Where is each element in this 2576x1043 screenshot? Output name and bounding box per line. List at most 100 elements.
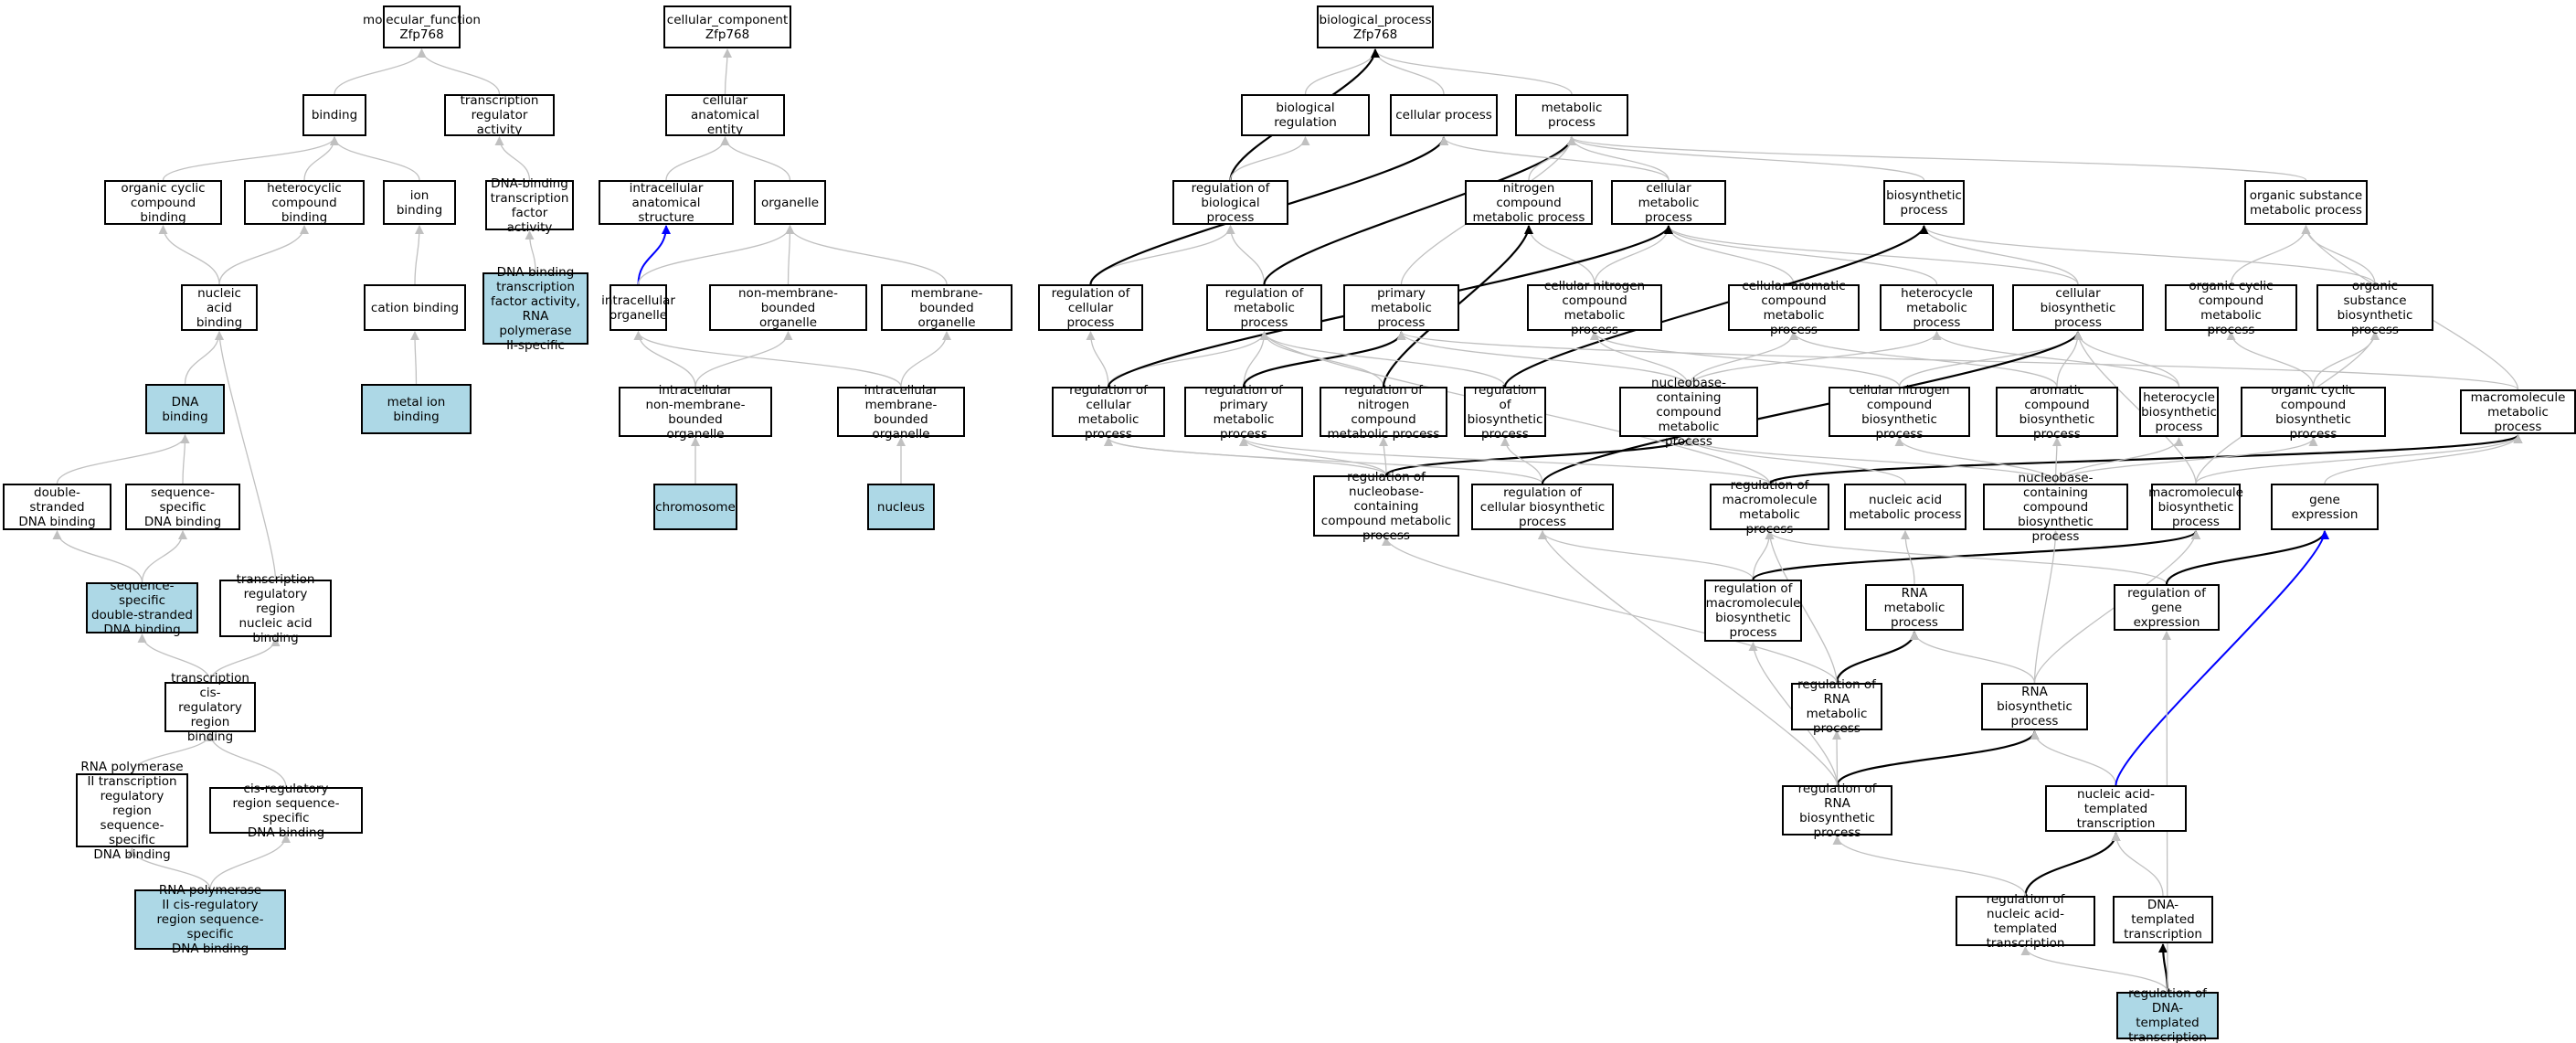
node-nucleobase-containing-compound-metabolic-process[interactable]: nucleobase-containing compound metabolic…	[1619, 376, 1758, 449]
node-organic-cyclic-compound-metabolic-process[interactable]: organic cyclic compound metabolic proces…	[2165, 279, 2297, 337]
node-dna-binding-tf-activity[interactable]: DNA-binding transcription factor activit…	[485, 176, 574, 235]
node-nitrogen-compound-metabolic-process[interactable]: nitrogen compound metabolic process	[1465, 180, 1593, 225]
node-dna-binding[interactable]: DNA binding	[145, 384, 225, 434]
node-metabolic-process[interactable]: metabolic process	[1515, 94, 1628, 136]
node-cellular-metabolic-process[interactable]: cellular metabolic process	[1611, 180, 1726, 225]
edge-hmp-to-cmp	[1664, 225, 1938, 285]
node-nucleic-acid-metabolic-process[interactable]: nucleic acid metabolic process	[1844, 484, 1966, 530]
edge-trrnab-to-nab	[215, 331, 277, 580]
edge-dsdb-to-dnab	[56, 434, 190, 484]
node-nucleus[interactable]: nucleus	[867, 484, 935, 530]
edge-cmp-to-cellproc	[1439, 136, 1670, 181]
edge-inmbo-to-nmbo	[694, 331, 793, 388]
node-cis-regulatory-region-sequence-specific-dna-binding[interactable]: cis-regulatory region sequence-specific …	[209, 782, 363, 840]
node-organelle[interactable]: organelle	[754, 180, 826, 225]
edge-binding-to-mf	[334, 48, 427, 95]
node-macromolecule-metabolic-process[interactable]: macromolecule metabolic process	[2460, 389, 2576, 434]
node-regulation-of-cellular-biosynthetic-process[interactable]: regulation of cellular biosynthetic proc…	[1471, 484, 1614, 530]
node-ion-binding[interactable]: ion binding	[383, 180, 456, 225]
node-sequence-specific-double-stranded-dna-binding[interactable]: sequence-specific double-stranded DNA bi…	[86, 579, 198, 637]
node-organic-substance-biosynthetic-process[interactable]: organic substance biosynthetic process	[2316, 279, 2433, 337]
node-organic-substance-metabolic-process[interactable]: organic substance metabolic process	[2244, 180, 2368, 225]
node-cellular-biosynthetic-process[interactable]: cellular biosynthetic process	[2012, 284, 2144, 331]
node-regulation-of-macromolecule-biosynthetic-process[interactable]: regulation of macromolecule biosynthetic…	[1704, 580, 1802, 642]
node-double-stranded-dna-binding[interactable]: double-stranded DNA binding	[3, 484, 111, 530]
edge-ssdsdb-to-dsdb	[52, 530, 143, 583]
node-organic-cyclic-compound-biosynthetic-process[interactable]: organic cyclic compound biosynthetic pro…	[2241, 383, 2386, 442]
node-membrane-bounded-organelle[interactable]: membrane-bounded organelle	[881, 284, 1012, 331]
node-regulation-of-biological-process[interactable]: regulation of biological process	[1172, 180, 1288, 225]
node-sequence-specific-dna-binding[interactable]: sequence-specific DNA binding	[125, 484, 240, 530]
node-regulation-of-dna-templated-transcription[interactable]: regulation of DNA-templated transcriptio…	[2116, 986, 2219, 1043]
node-regulation-of-cellular-metabolic-process[interactable]: regulation of cellular metabolic process	[1052, 383, 1165, 442]
node-aromatic-compound-biosynthetic-process[interactable]: aromatic compound biosynthetic process	[1996, 383, 2118, 442]
node-molecular-function[interactable]: molecular_function Zfp768	[363, 5, 481, 48]
edge-rnap2cis-to-crrssdb	[209, 834, 291, 890]
edge-hcb-to-binding	[303, 136, 339, 181]
edge-mbsp-to-cbp	[2073, 331, 2197, 484]
edge-cncmp-to-cmp	[1594, 225, 1673, 285]
node-dna-templated-transcription[interactable]: DNA-templated transcription	[2113, 896, 2213, 943]
node-heterocycle-biosynthetic-process[interactable]: heterocycle biosynthetic process	[2139, 387, 2219, 437]
node-dna-binding-tf-activity-rnap2[interactable]: DNA-binding transcription factor activit…	[482, 265, 588, 353]
node-rna-metabolic-process[interactable]: RNA metabolic process	[1865, 584, 1964, 631]
node-heterocyclic-compound-binding[interactable]: heterocyclic compound binding	[244, 180, 365, 225]
node-rna-polymerase-ii-transcription-regulatory-region-sequence-specific-dna-binding[interactable]: RNA polymerase II transcription regulato…	[76, 760, 188, 862]
node-regulation-of-nucleic-acid-templated-transcription[interactable]: regulation of nucleic acid-templated tra…	[1956, 892, 2095, 951]
node-regulation-of-cellular-process[interactable]: regulation of cellular process	[1038, 284, 1143, 331]
edge-cncmp-to-ncmp	[1524, 225, 1595, 285]
node-intracellular-organelle[interactable]: intracellular organelle	[601, 284, 675, 331]
node-macromolecule-biosynthetic-process[interactable]: macromolecule biosynthetic process	[2148, 484, 2243, 530]
node-transcription-cis-regulatory-region-binding[interactable]: transcription cis-regulatory region bind…	[164, 671, 256, 744]
edge-natt-to-ge	[2115, 530, 2329, 786]
node-cellular-anatomical-entity[interactable]: cellular anatomical entity	[665, 93, 785, 137]
node-regulation-of-biosynthetic-process[interactable]: regulation of biosynthetic process	[1464, 383, 1546, 442]
node-cellular-aromatic-compound-metabolic-process[interactable]: cellular aromatic compound metabolic pro…	[1728, 279, 1860, 337]
node-biosynthetic-process[interactable]: biosynthetic process	[1883, 180, 1965, 225]
edge-namp-to-nbcmp	[1684, 437, 1906, 484]
node-cellular-process[interactable]: cellular process	[1390, 94, 1498, 136]
node-cellular-nitrogen-compound-biosynthetic-process[interactable]: cellular nitrogen compound biosynthetic …	[1829, 383, 1970, 442]
edge-osmp-to-metproc	[1567, 136, 2307, 181]
node-intracellular-anatomical-structure[interactable]: intracellular anatomical structure	[599, 180, 734, 225]
node-transcription-regulatory-region-nucleic-acid-binding[interactable]: transcription regulatory region nucleic …	[219, 572, 332, 645]
node-rna-polymerase-ii-cis-regulatory-region-sequence-specific-dna-binding[interactable]: RNA polymerase II cis-regulatory region …	[134, 883, 286, 956]
edge-nbcmp-to-cncmp	[1590, 331, 1690, 388]
node-intracellular-membrane-bounded-organelle[interactable]: intracellular membrane-bounded organelle	[837, 383, 965, 442]
node-regulation-of-macromolecule-metabolic-process[interactable]: regulation of macromolecule metabolic pr…	[1710, 478, 1829, 537]
edge-io-to-ias	[637, 225, 671, 285]
node-regulation-of-metabolic-process[interactable]: regulation of metabolic process	[1206, 284, 1322, 331]
edge-cae-to-cc	[722, 48, 732, 95]
edge-rmp-to-rbp	[1225, 225, 1266, 285]
node-primary-metabolic-process[interactable]: primary metabolic process	[1343, 284, 1459, 331]
node-transcription-regulator-activity[interactable]: transcription regulator activity	[444, 93, 555, 137]
node-rna-biosynthetic-process[interactable]: RNA biosynthetic process	[1981, 683, 2088, 730]
node-non-membrane-bounded-organelle[interactable]: non-membrane-bounded organelle	[709, 284, 867, 331]
node-nucleic-acid-binding[interactable]: nucleic acid binding	[181, 284, 258, 331]
node-nucleobase-containing-compound-biosynthetic-process[interactable]: nucleobase-containing compound biosynthe…	[1983, 471, 2128, 544]
node-biological-regulation[interactable]: biological regulation	[1241, 94, 1370, 136]
edge-io-to-organelle	[637, 225, 795, 285]
node-biological-process[interactable]: biological_process Zfp768	[1317, 5, 1434, 48]
node-organic-cyclic-compound-binding[interactable]: organic cyclic compound binding	[104, 180, 222, 225]
node-regulation-of-primary-metabolic-process[interactable]: regulation of primary metabolic process	[1184, 383, 1303, 442]
node-regulation-of-rna-biosynthetic-process[interactable]: regulation of RNA biosynthetic process	[1782, 782, 1892, 840]
edge-tcrrb-to-trrnab	[209, 637, 281, 683]
node-cellular-component[interactable]: cellular_component Zfp768	[663, 5, 791, 48]
node-cation-binding[interactable]: cation binding	[364, 284, 466, 331]
edge-rrnabp-to-rcbsp	[1538, 530, 1839, 786]
node-metal-ion-binding[interactable]: metal ion binding	[361, 384, 472, 434]
node-regulation-of-gene-expression[interactable]: regulation of gene expression	[2114, 584, 2220, 631]
edge-natt-to-rnabp	[2030, 730, 2117, 786]
node-intracellular-non-membrane-bounded-organelle[interactable]: intracellular non-membrane-bounded organ…	[619, 383, 772, 442]
node-nucleic-acid-templated-transcription[interactable]: nucleic acid-templated transcription	[2045, 785, 2187, 832]
node-heterocycle-metabolic-process[interactable]: heterocycle metabolic process	[1880, 284, 1994, 331]
node-regulation-of-nucleobase-containing-compound-metabolic-process[interactable]: regulation of nucleobase-containing comp…	[1313, 470, 1459, 543]
node-gene-expression[interactable]: gene expression	[2271, 484, 2379, 530]
node-cellular-nitrogen-compound-metabolic-process[interactable]: cellular nitrogen compound metabolic pro…	[1527, 279, 1662, 337]
edge-nbcbp-to-cncbp	[1894, 437, 2057, 484]
node-binding[interactable]: binding	[302, 94, 366, 136]
node-regulation-of-nitrogen-compound-metabolic-process[interactable]: regulation of nitrogen compound metaboli…	[1320, 383, 1447, 442]
node-chromosome[interactable]: chromosome	[653, 484, 737, 530]
node-regulation-of-rna-metabolic-process[interactable]: regulation of RNA metabolic process	[1791, 677, 1882, 736]
